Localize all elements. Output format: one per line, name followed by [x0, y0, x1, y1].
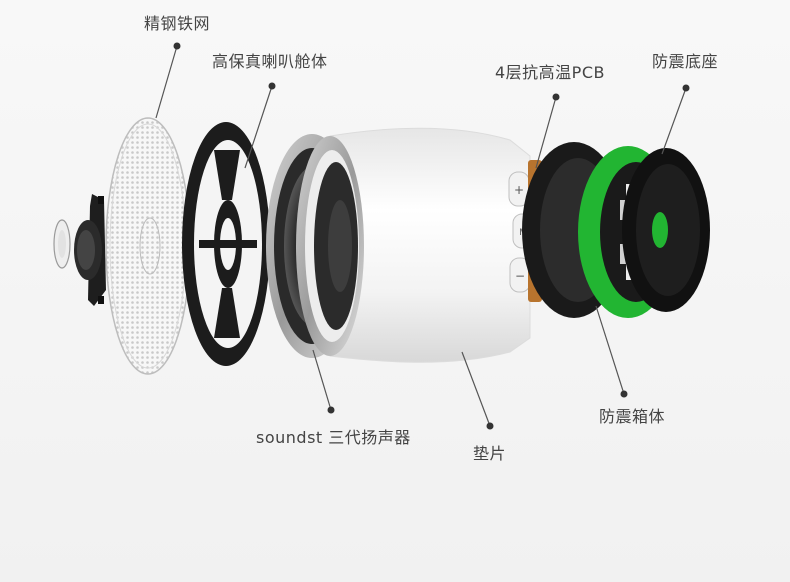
leader-lines: [155, 45, 687, 427]
label-mesh: 精钢铁网: [144, 14, 211, 33]
leader-pcb: [535, 96, 557, 169]
horn-chamber-frame: [182, 122, 270, 366]
shockproof-base: [622, 148, 710, 312]
white-body: [296, 127, 531, 363]
leader-box: [595, 305, 625, 395]
leader-dots: [173, 42, 690, 430]
label-pcb: 4层抗高温PCB: [495, 63, 605, 82]
leader-speaker: [312, 349, 332, 411]
volume-down-symbol: −: [515, 269, 525, 283]
diaphragm-disc: [53, 219, 71, 269]
volume-up-symbol: +: [514, 183, 524, 197]
label-base: 防震底座: [652, 52, 719, 71]
leader-mesh: [155, 45, 178, 119]
leader-horn-chamber: [244, 85, 273, 169]
label-box: 防震箱体: [599, 407, 666, 426]
label-horn-chamber: 高保真喇叭舱体: [212, 52, 328, 71]
steel-mesh: [105, 117, 191, 375]
label-speaker: soundst 三代扬声器: [256, 428, 411, 447]
label-pad: 垫片: [473, 444, 507, 463]
leader-base: [661, 87, 687, 155]
mounting-clip: [74, 194, 106, 306]
leader-pad: [461, 351, 491, 427]
